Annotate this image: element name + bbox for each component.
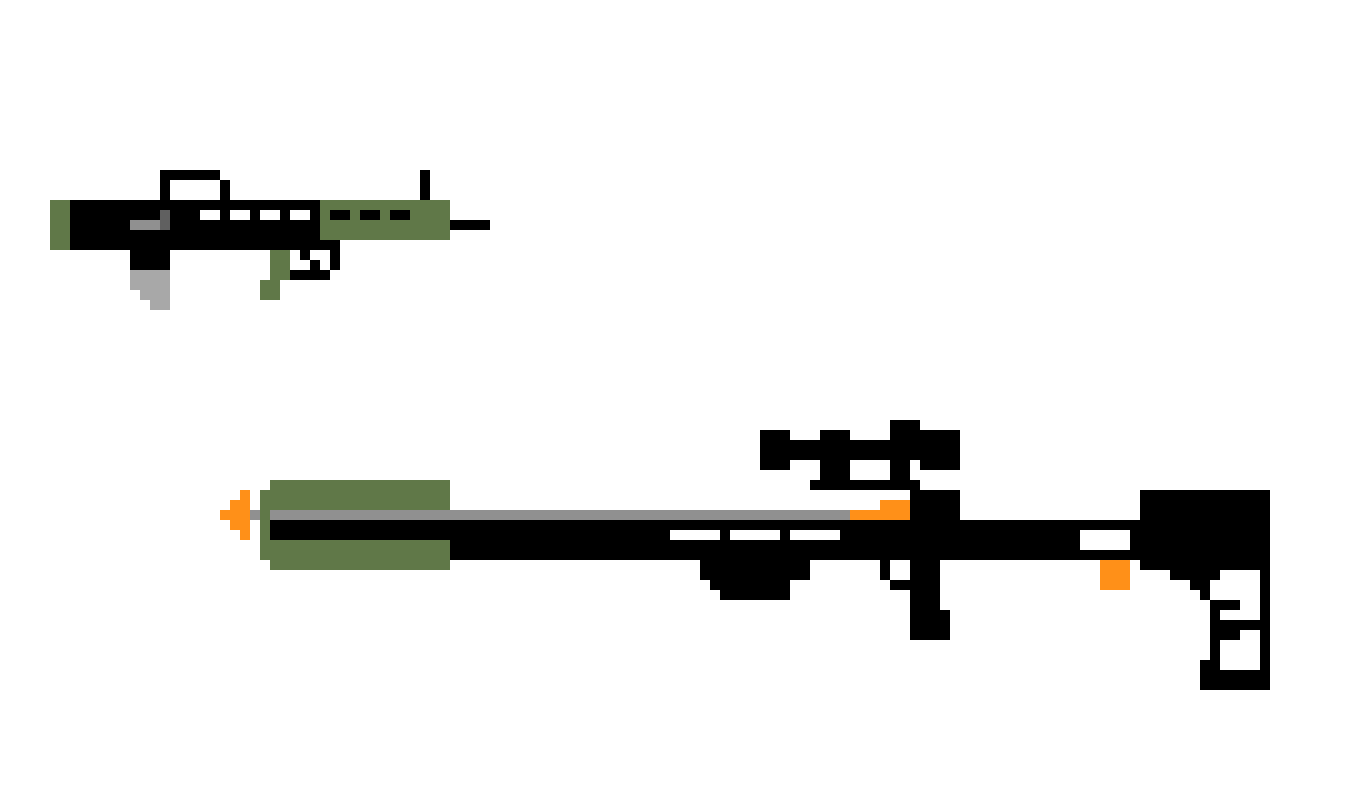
assault-rifle-sprite [50, 170, 490, 310]
rail-dash [260, 210, 280, 220]
scope-mount [820, 470, 850, 480]
muzzle-flash [230, 500, 240, 530]
scope-gap [850, 430, 890, 440]
muzzle-flash [240, 490, 250, 540]
buttstock-strut [1210, 600, 1240, 610]
charging-handle [130, 220, 160, 230]
buttstock-strut [1220, 620, 1260, 630]
trigger [300, 250, 310, 260]
vent-dash [330, 210, 350, 220]
butt-plate [50, 200, 70, 250]
pistol-grip-low [910, 610, 950, 640]
pistol-grip [910, 560, 940, 610]
carry-handle-left [160, 180, 170, 200]
charging-handle-dark [160, 210, 170, 230]
front-sight [420, 170, 430, 200]
receiver-body [70, 200, 320, 240]
scope-knob [890, 420, 920, 430]
trigger-guard-bottom [290, 270, 330, 280]
cheek-vent [1080, 530, 1130, 550]
suppressor-bottom [270, 560, 450, 570]
scope-gap [790, 430, 820, 440]
suppressor-top [270, 480, 450, 490]
buttstock-strut [1210, 640, 1220, 670]
pistol-grip [270, 250, 290, 280]
buttstock-strut [1210, 630, 1240, 640]
rail-dash [230, 210, 250, 220]
buttstock-step [1200, 590, 1210, 600]
scope-lens-window [850, 460, 890, 480]
magazine-bump-lower [710, 580, 790, 590]
stock-vent [730, 530, 780, 540]
pistol-grip-foot [260, 280, 280, 300]
barrel-rod [270, 510, 850, 520]
trigger-guard-right [330, 250, 340, 270]
magazine-bump [700, 560, 810, 580]
rail-dash [290, 210, 310, 220]
trigger-notch [890, 560, 900, 570]
bolt-accent-top [880, 500, 910, 510]
buttstock-step [1170, 570, 1220, 580]
buttstock-strut [1210, 610, 1220, 630]
buttstock-rear [1260, 570, 1270, 690]
buttstock-top [1140, 490, 1270, 570]
carry-handle-right [220, 180, 230, 200]
magazine-top [130, 250, 170, 270]
stock-vent [670, 530, 720, 540]
scope-lens-window [910, 460, 920, 470]
vent-dash [360, 210, 380, 220]
magazine-bottom [140, 290, 170, 300]
buttstock-bottom [1200, 670, 1270, 690]
carry-handle-top [160, 170, 220, 180]
stock-vent [790, 530, 840, 540]
vent-dash [390, 210, 410, 220]
buttstock-step [1190, 580, 1210, 590]
trigger-guard [880, 560, 890, 580]
scope-gap-lower [790, 460, 820, 470]
trigger-inner [310, 260, 320, 270]
bolt-accent [850, 510, 910, 520]
sniper-rifle-sprite [220, 420, 1270, 690]
magazine [130, 270, 170, 290]
magazine-tip [150, 300, 170, 310]
barrel-tip [450, 220, 490, 230]
stock-release [1100, 560, 1130, 590]
scope-mount-base [810, 480, 920, 490]
rail-dash [200, 210, 220, 220]
receiver-lower [70, 240, 340, 250]
magazine-bump-base [720, 590, 790, 600]
muzzle-flash [220, 510, 230, 520]
stock-forend [450, 540, 1140, 560]
scope-mount-rear [890, 470, 910, 480]
muzzle-pin [250, 510, 260, 520]
trigger-guard-low [890, 580, 910, 590]
receiver-block [910, 490, 960, 520]
